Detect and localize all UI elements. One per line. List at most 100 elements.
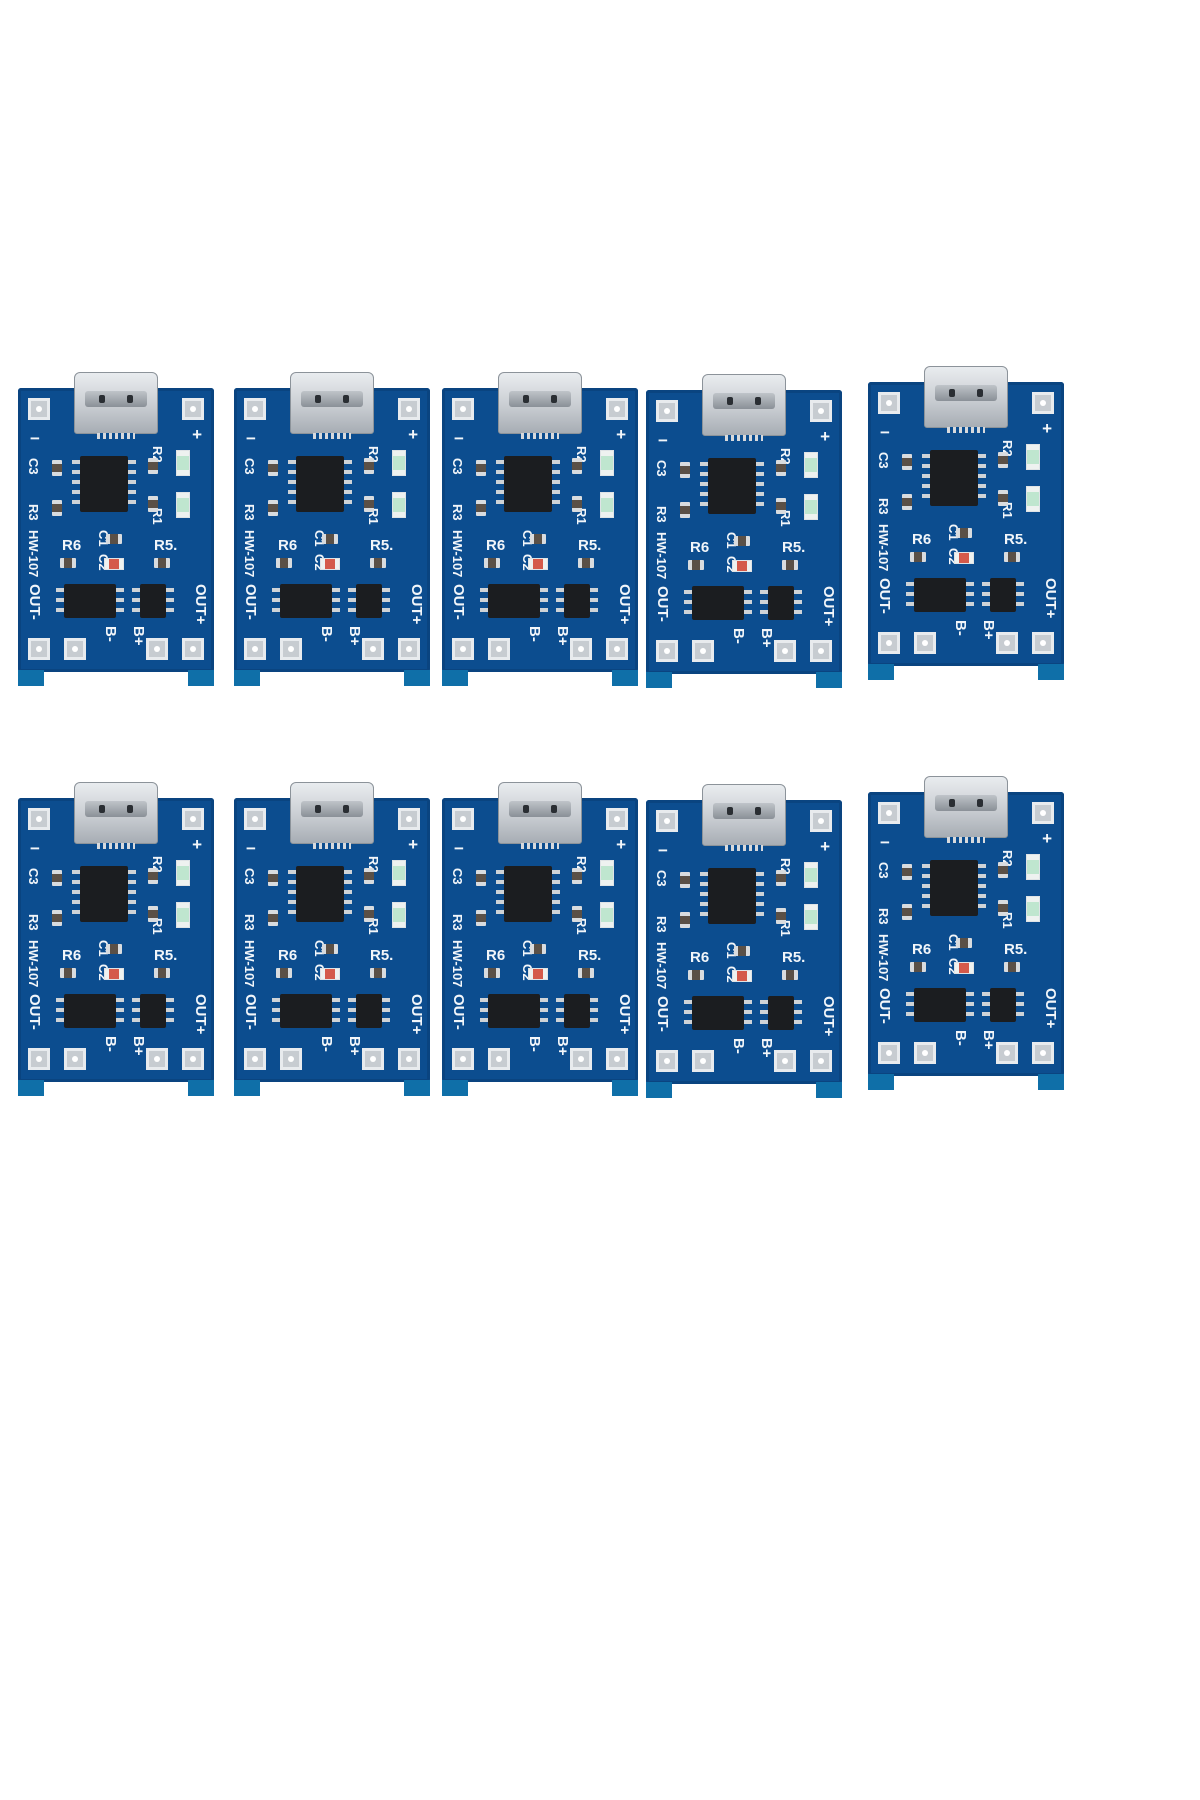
indicator-led (528, 968, 548, 980)
solder-pad (810, 1050, 832, 1072)
capacitor-c3 (680, 462, 690, 478)
silk-model: HW-107 (26, 940, 41, 988)
silk-r5: R5. (154, 537, 178, 554)
solder-pad (146, 1048, 168, 1070)
pcb-edge-tab (234, 1080, 260, 1096)
capacitor-c1 (106, 944, 122, 954)
pcb-edge-tab (234, 670, 260, 686)
silk-b-minus: B- (318, 1036, 335, 1052)
solder-pad (398, 638, 420, 660)
resistor-r1 (776, 908, 786, 924)
pcb-edge-tab (1038, 664, 1064, 680)
solder-pad (570, 1048, 592, 1070)
pcb-edge-tab (442, 670, 468, 686)
indicator-led (954, 552, 974, 564)
silk-r3: R3 (876, 908, 891, 925)
silk-r6: R6 (486, 947, 506, 964)
micro-usb-connector (290, 782, 374, 849)
indicator-led (954, 962, 974, 974)
micro-usb-connector (498, 372, 582, 439)
silk-b-plus: B+ (980, 1030, 997, 1050)
mosfet-chip (556, 584, 598, 618)
silk-r3: R3 (26, 504, 41, 521)
capacitor-c3 (268, 870, 278, 886)
capacitor-c1 (734, 946, 750, 956)
silk-b-minus: B- (952, 620, 969, 636)
status-led (804, 904, 818, 930)
pcb-edge-tab (404, 670, 430, 686)
solder-pad (488, 1048, 510, 1070)
silk-out-plus: OUT+ (820, 996, 837, 1037)
resistor-r3 (52, 500, 62, 516)
silk-r3: R3 (26, 914, 41, 931)
silk-minus: − (658, 431, 668, 450)
silk-minus: − (30, 429, 40, 448)
silk-r5: R5. (578, 947, 602, 964)
silk-r5: R5. (154, 947, 178, 964)
silk-out-plus: OUT+ (616, 994, 633, 1035)
solder-pad (398, 808, 420, 830)
silk-b-minus: B- (526, 1036, 543, 1052)
charger-module-board: − + C3 R3 HW-107 R2 R1 R6 C1 C2 R5. OUT-… (442, 372, 638, 686)
silk-out-minus: OUT- (450, 994, 467, 1030)
silk-out-plus: OUT+ (616, 584, 633, 625)
silk-plus: + (820, 427, 830, 446)
solder-pad (692, 1050, 714, 1072)
solder-pad (692, 640, 714, 662)
silk-out-plus: OUT+ (1042, 578, 1059, 619)
status-led (392, 492, 406, 518)
silk-out-minus: OUT- (26, 994, 43, 1030)
capacitor-c1 (956, 938, 972, 948)
charger-ic-chip (922, 860, 986, 916)
resistor-r3 (268, 910, 278, 926)
silk-r5: R5. (782, 949, 806, 966)
resistor-r5 (370, 968, 386, 978)
silk-plus: + (1042, 829, 1052, 848)
silk-c3: C3 (450, 868, 465, 885)
silk-out-minus: OUT- (450, 584, 467, 620)
pcb: − + C3 R3 HW-107 R2 R1 R6 C1 C2 R5. OUT-… (646, 390, 842, 688)
charger-module-board: − + C3 R3 HW-107 R2 R1 R6 C1 C2 R5. OUT-… (234, 372, 430, 686)
silk-b-minus: B- (102, 1036, 119, 1052)
resistor-r6 (276, 968, 292, 978)
solder-pad (452, 398, 474, 420)
charger-module-board: − + C3 R3 HW-107 R2 R1 R6 C1 C2 R5. OUT-… (18, 782, 214, 1096)
protection-ic-chip (684, 586, 752, 620)
mosfet-chip (348, 584, 390, 618)
indicator-led (732, 560, 752, 572)
silk-r6: R6 (690, 539, 710, 556)
silk-r3: R3 (450, 914, 465, 931)
resistor-r1 (364, 496, 374, 512)
capacitor-c1 (106, 534, 122, 544)
silk-r6: R6 (62, 947, 82, 964)
mosfet-chip (982, 578, 1024, 612)
capacitor-c1 (734, 536, 750, 546)
silk-b-plus: B+ (130, 626, 147, 646)
charger-ic-chip (922, 450, 986, 506)
silk-c3: C3 (242, 458, 257, 475)
indicator-led (320, 558, 340, 570)
pcb-edge-tab (612, 670, 638, 686)
solder-pad (398, 1048, 420, 1070)
silk-r5: R5. (1004, 941, 1028, 958)
protection-ic-chip (906, 578, 974, 612)
silk-out-plus: OUT+ (192, 584, 209, 625)
resistor-r3 (680, 502, 690, 518)
resistor-r1 (148, 906, 158, 922)
protection-ic-chip (272, 584, 340, 618)
capacitor-c3 (52, 460, 62, 476)
charger-module-board: − + C3 R3 HW-107 R2 R1 R6 C1 C2 R5. OUT-… (646, 374, 842, 688)
silk-model: HW-107 (450, 530, 465, 578)
pcb: − + C3 R3 HW-107 R2 R1 R6 C1 C2 R5. OUT-… (868, 382, 1064, 680)
silk-r6: R6 (486, 537, 506, 554)
micro-usb-connector (924, 366, 1008, 433)
silk-plus: + (820, 837, 830, 856)
silk-model: HW-107 (876, 934, 891, 982)
resistor-r1 (776, 498, 786, 514)
protection-ic-chip (56, 584, 124, 618)
solder-pad (182, 808, 204, 830)
silk-out-plus: OUT+ (192, 994, 209, 1035)
solder-pad (606, 398, 628, 420)
resistor-r2 (776, 870, 786, 886)
solder-pad (810, 640, 832, 662)
